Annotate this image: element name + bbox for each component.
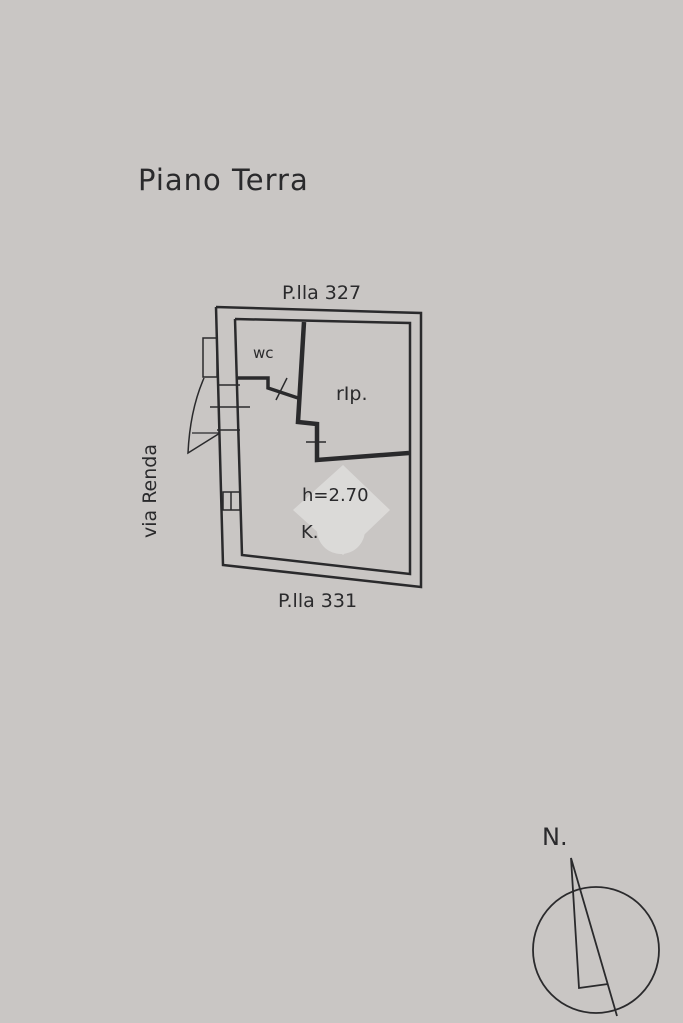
compass-circle [532,886,660,1014]
building-walls [187,305,423,589]
external-stair [187,377,221,455]
north-label: N. [542,823,568,851]
wc-door-mark [275,377,288,401]
room-label-storage: rIp. [336,383,368,405]
outer-wall [214,305,423,589]
room-label-kitchen: K. [301,522,319,543]
inner-wall [233,317,412,576]
north-parcel-label: P.lla 327 [282,282,361,304]
ceiling-height-label: h=2.70 [302,485,369,506]
compass-needle-icon [570,857,618,1017]
north-arrow: N. [532,823,660,1017]
watermark-logo [293,465,390,555]
chimney [202,337,218,378]
wc-wall [238,376,299,400]
room-label-wc: wc [253,344,274,362]
street-label: via Renda [139,444,161,538]
partition-wall [295,321,410,463]
south-parcel-label: P.lla 331 [278,590,357,612]
plan-title: Piano Terra [138,163,309,197]
